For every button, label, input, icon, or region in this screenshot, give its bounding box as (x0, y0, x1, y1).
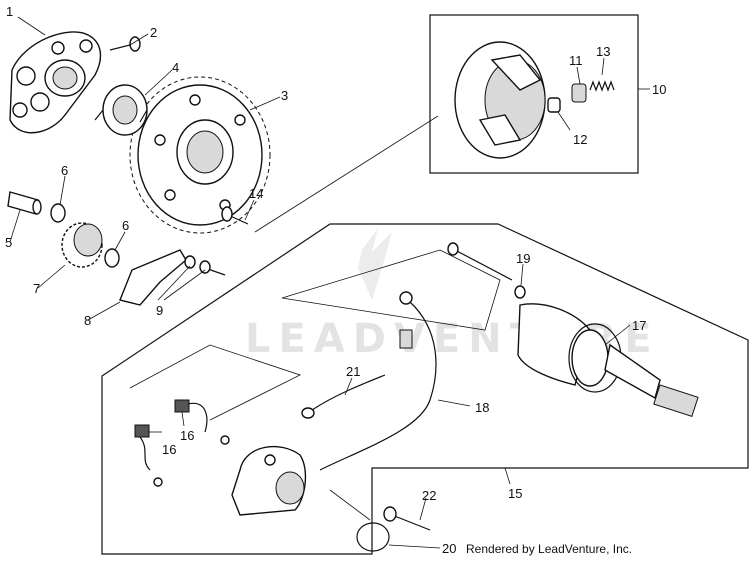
washer-part-6a (50, 203, 66, 223)
lead-wire-part-21 (301, 374, 386, 419)
callout-16a: 16 (162, 442, 176, 457)
one-way-clutch-part-10 (454, 41, 546, 159)
starter-assembly-box (101, 223, 749, 555)
callout-21: 21 (346, 364, 360, 379)
idle-gear-part-7 (61, 222, 103, 268)
callout-10: 10 (652, 82, 666, 97)
callout-18: 18 (475, 400, 489, 415)
leader-lines (9, 16, 650, 549)
callout-9: 9 (156, 303, 163, 318)
starter-plate-part-1 (9, 31, 102, 134)
inset-leader (254, 115, 439, 233)
roller-part-11 (571, 83, 587, 103)
starter-motor-part-17 (517, 303, 699, 418)
callout-11: 11 (569, 53, 583, 68)
end-cover (231, 445, 307, 516)
callout-1: 1 (6, 4, 13, 19)
callout-8: 8 (84, 313, 91, 328)
callout-15: 15 (508, 486, 522, 501)
callout-14: 14 (249, 186, 263, 201)
shaft-part-5 (7, 191, 42, 215)
callout-22: 22 (422, 488, 436, 503)
long-bolt (447, 242, 513, 281)
callout-17: 17 (632, 318, 646, 333)
callout-20: 20 (442, 541, 456, 556)
pin-part-12 (547, 97, 561, 113)
callout-5: 5 (5, 235, 12, 250)
needle-bearing-part-4 (94, 84, 148, 136)
bolt-part-9 (184, 255, 226, 276)
starter-gear-part-3 (129, 76, 271, 234)
washer-part-6b (104, 248, 120, 268)
credit-text: Rendered by LeadVenture, Inc. (466, 542, 632, 556)
brush-part-16b (174, 399, 230, 445)
spring-part-13 (589, 80, 615, 92)
callout-12: 12 (573, 132, 587, 147)
cable-part-18 (319, 291, 437, 471)
callout-6a: 6 (61, 163, 68, 178)
callout-4: 4 (172, 60, 179, 75)
callout-7: 7 (33, 281, 40, 296)
inset-box (429, 14, 639, 174)
brush-part-16a (134, 424, 163, 487)
callout-16b: 16 (180, 428, 194, 443)
screw-part-2 (109, 36, 141, 52)
o-ring-part-20 (356, 522, 390, 552)
callout-2: 2 (150, 25, 157, 40)
callout-6b: 6 (122, 218, 129, 233)
callout-13: 13 (596, 44, 610, 59)
bolt-part-22 (383, 506, 431, 531)
guide-line-lower (129, 344, 302, 421)
callout-19: 19 (516, 251, 530, 266)
washer-part-19 (514, 285, 526, 299)
guide-line-bolt (329, 489, 371, 521)
bracket-part-8 (119, 249, 187, 306)
guide-line-upper (281, 249, 501, 331)
callout-3: 3 (281, 88, 288, 103)
bolt-part-14 (221, 206, 249, 225)
